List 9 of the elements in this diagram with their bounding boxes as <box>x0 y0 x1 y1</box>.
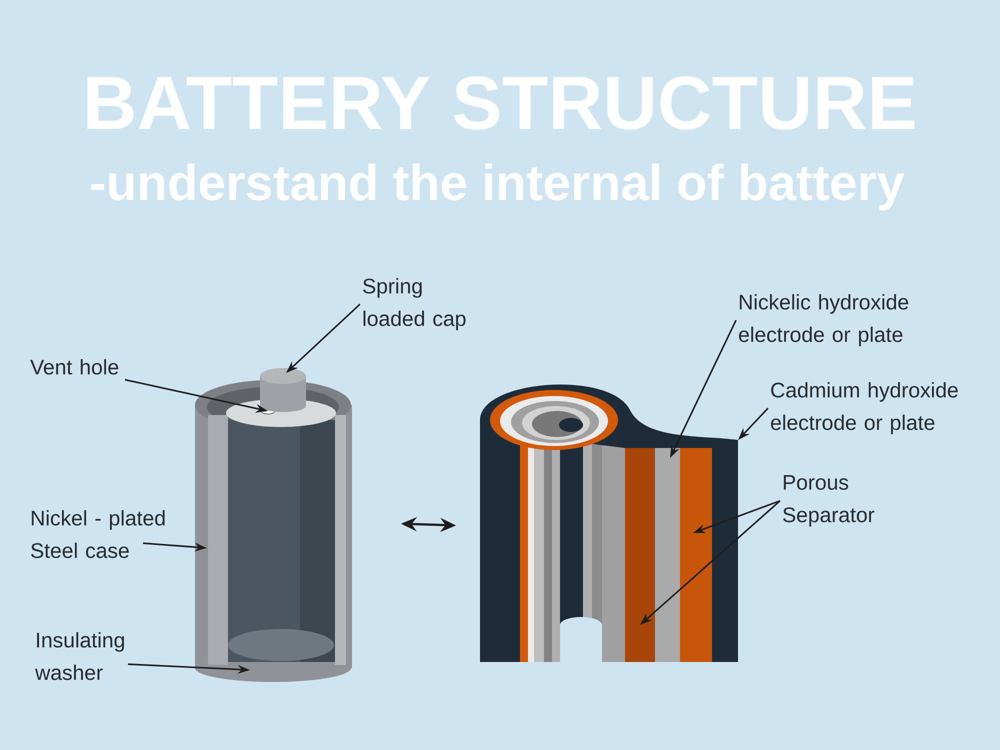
part-label: Spring loaded cap <box>363 278 466 330</box>
electrode-roll-drawing <box>480 384 738 662</box>
battery-drawing <box>195 368 352 682</box>
part-label: Cadmium hydroxide electrode or plate <box>771 382 958 434</box>
part-label: Vent hole <box>30 359 118 375</box>
part-label: Nickel - plated Steel case <box>31 510 165 558</box>
part-label: Insulating washer <box>35 632 124 680</box>
part-label: Porous Separator <box>783 475 874 526</box>
part-label: Nickelic hydroxide electrode or plate <box>739 294 908 346</box>
